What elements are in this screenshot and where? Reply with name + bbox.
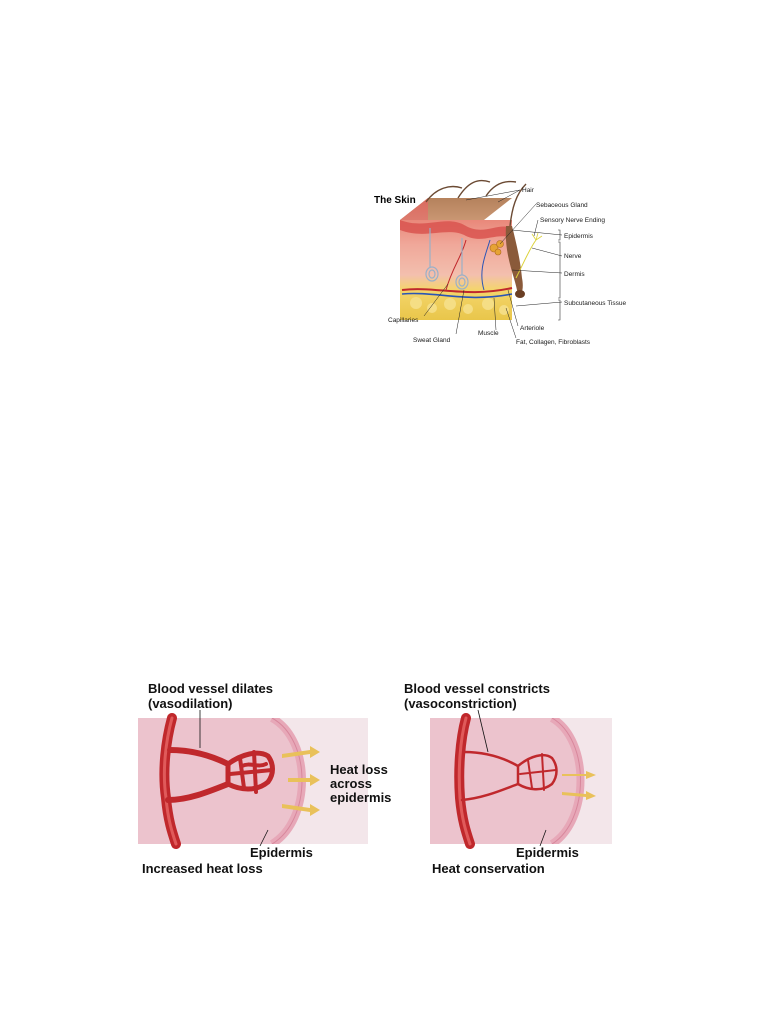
- label-fat-collagen-fibroblasts: Fat, Collagen, Fibroblasts: [516, 339, 591, 346]
- sweat-gland: [425, 228, 469, 290]
- thermoregulation-diagram: Blood vessel dilates (vasodilation) Heat…: [132, 680, 612, 880]
- epidermis-layer: [400, 220, 512, 239]
- fat-cells: [410, 297, 509, 315]
- label-capillaries: Capillaries: [388, 317, 419, 324]
- left-leader-lines: [199, 710, 269, 847]
- left-heading-line1: Blood vessel dilates: [148, 681, 273, 696]
- skin-front-face: [400, 220, 512, 320]
- label-arteriole: Arteriole: [520, 325, 545, 332]
- left-heading-line2: (vasodilation): [148, 696, 233, 711]
- hair-strands: [425, 179, 527, 227]
- label-sweat-gland: Sweat Gland: [413, 337, 451, 344]
- right-caption: Heat conservation: [432, 861, 545, 876]
- thermoregulation-svg: Blood vessel dilates (vasodilation) Heat…: [138, 681, 612, 876]
- right-heading-line2: (vasoconstriction): [404, 696, 517, 711]
- heat-loss-line2: across: [330, 776, 372, 791]
- right-constricted-vessels: [454, 713, 558, 849]
- label-nerve: Nerve: [564, 253, 582, 260]
- right-leader-lines: [477, 709, 547, 847]
- label-subcutaneous-tissue: Subcutaneous Tissue: [564, 300, 627, 307]
- label-hair: Hair: [522, 187, 535, 194]
- hair-follicle: [505, 226, 523, 296]
- skin-diagram: The Skin Hair Sebaceous Gland Sensory Ne…: [366, 178, 638, 354]
- layer-brackets: [558, 229, 561, 321]
- label-sebaceous-gland: Sebaceous Gland: [536, 202, 588, 209]
- heat-loss-line1: Heat loss: [330, 762, 388, 777]
- right-epidermis-label: Epidermis: [516, 845, 579, 860]
- skin-diagram-svg: The Skin Hair Sebaceous Gland Sensory Ne…: [374, 179, 627, 346]
- right-heat-arrows: [562, 771, 596, 800]
- label-dermis: Dermis: [564, 271, 585, 278]
- label-sensory-nerve-ending: Sensory Nerve Ending: [540, 217, 605, 224]
- right-heading-line1: Blood vessel constricts: [404, 681, 550, 696]
- heat-loss-line3: epidermis: [330, 790, 391, 805]
- nerve-fiber: [515, 239, 537, 279]
- left-dilated-vessels: [159, 713, 275, 849]
- label-muscle: Muscle: [478, 330, 499, 337]
- left-epidermis-label: Epidermis: [250, 845, 313, 860]
- skin-title: The Skin: [374, 195, 416, 206]
- left-heat-arrows: [282, 746, 320, 816]
- left-caption: Increased heat loss: [142, 861, 263, 876]
- label-epidermis: Epidermis: [564, 233, 594, 240]
- leader-lines: [423, 189, 563, 339]
- arteriole-vessel: [401, 287, 513, 294]
- venule-vessel: [401, 292, 513, 299]
